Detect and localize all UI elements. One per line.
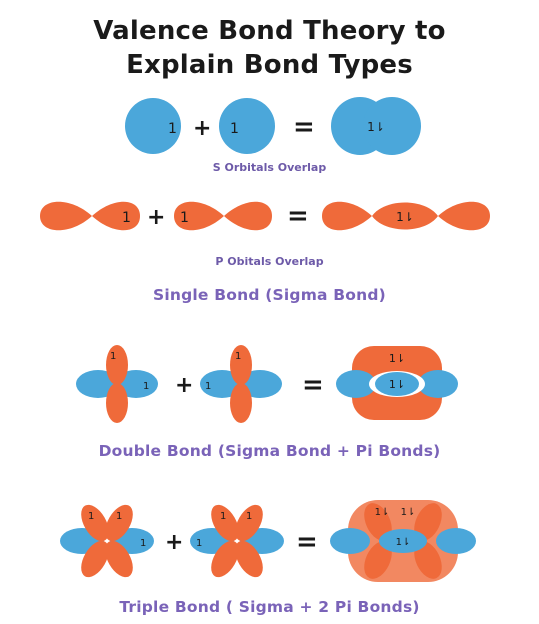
p-overlap-pair: 1⇂ — [396, 210, 414, 224]
s-orbital-row: 1 + 1 = 1⇂ — [125, 97, 421, 155]
equals-sign-s: = — [293, 112, 315, 142]
double-pi-pair: 1⇂ — [389, 352, 405, 365]
double-left-electron-top: 1 — [110, 351, 116, 362]
s-electron-right: 1 — [230, 121, 239, 137]
triple-right-electron-2: 1 — [246, 511, 252, 522]
p-lobe-right-a — [174, 201, 224, 231]
triple-right-electron-1: 1 — [220, 511, 226, 522]
double-bond-result: 1⇂ 1⇂ — [336, 346, 458, 420]
equals-sign-p: = — [287, 201, 309, 231]
triple-pi-pair-1: 1⇂ — [375, 507, 390, 518]
caption-triple-bond: Triple Bond ( Sigma + 2 Pi Bonds) — [119, 598, 420, 616]
plus-sign-double: + — [175, 373, 193, 398]
double-left-electron-right: 1 — [143, 381, 149, 392]
s-overlap-pair: 1⇂ — [367, 120, 385, 134]
triple-bond-row: 1 1 1 + 1 1 1 = — [60, 500, 476, 582]
triple-left-electron-2: 1 — [116, 511, 122, 522]
plus-sign-s: + — [193, 116, 211, 141]
triple-bond-result: 1⇂ 1⇂ 1⇂ — [330, 500, 476, 582]
title-line-1: Valence Bond Theory to — [93, 16, 446, 46]
double-right-orbital: 1 1 — [200, 345, 282, 423]
p-overlap-center — [372, 202, 438, 230]
triple-right-orbital: 1 1 1 — [190, 504, 284, 578]
caption-s-orbitals: S Orbitals Overlap — [212, 161, 327, 174]
triple-sigma-pair: 1⇂ — [396, 537, 411, 548]
s-electron-left: 1 — [168, 121, 177, 137]
double-right-electron-top: 1 — [235, 351, 241, 362]
plus-sign-p: + — [147, 205, 165, 230]
s-orbital-right — [219, 98, 275, 154]
p-orbital-row: 1 + 1 = 1⇂ — [40, 201, 490, 231]
double-right-electron-left: 1 — [205, 381, 211, 392]
caption-double-bond: Double Bond (Sigma Bond + Pi Bonds) — [98, 442, 441, 460]
double-bond-row: 1 1 + 1 1 = 1⇂ 1⇂ — [76, 345, 458, 423]
triple-left-electron-3: 1 — [140, 538, 146, 549]
s-overlap-right — [363, 97, 421, 155]
double-left-orbital: 1 1 — [76, 345, 158, 423]
triple-left-orbital: 1 1 1 — [60, 504, 154, 578]
caption-p-orbitals: P Obitals Overlap — [215, 255, 324, 268]
triple-right-electron-3: 1 — [196, 538, 202, 549]
double-sigma-pair: 1⇂ — [389, 378, 405, 391]
p-lobe-right-b — [224, 201, 272, 231]
p-overlap-outer-right — [438, 201, 490, 231]
triple-left-electron-1: 1 — [88, 511, 94, 522]
caption-single-bond: Single Bond (Sigma Bond) — [153, 286, 386, 304]
p-electron-right: 1 — [180, 210, 189, 226]
plus-sign-triple: + — [165, 530, 183, 555]
s-orbital-left — [125, 98, 181, 154]
triple-pi-pair-2: 1⇂ — [401, 507, 416, 518]
title-line-2: Explain Bond Types — [126, 50, 413, 80]
equals-sign-triple: = — [296, 527, 318, 557]
p-lobe-left-b — [92, 201, 140, 231]
p-overlap-outer-left — [322, 201, 372, 231]
p-electron-left: 1 — [122, 210, 131, 226]
p-lobe-left-a — [40, 201, 92, 231]
equals-sign-double: = — [302, 370, 324, 400]
